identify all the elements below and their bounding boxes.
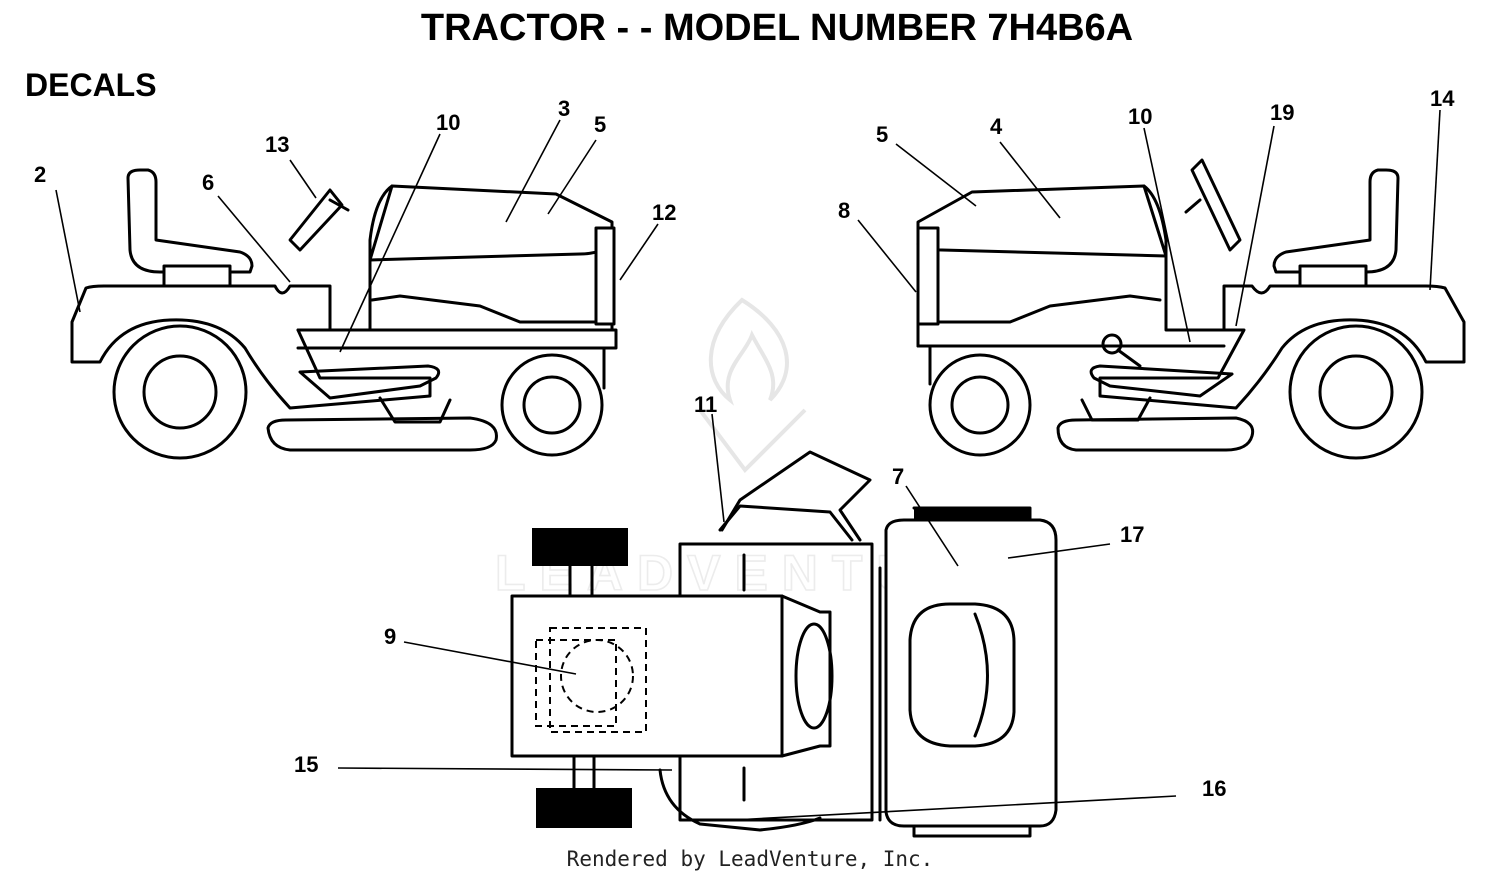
- tractor-top-view: [510, 450, 1058, 838]
- callout-19: 19: [1270, 100, 1294, 125]
- callout-13: 13: [265, 132, 289, 157]
- section-label: DECALS: [25, 67, 157, 103]
- page-title: TRACTOR - - MODEL NUMBER 7H4B6A: [421, 7, 1133, 49]
- callout-4: 4: [990, 114, 1003, 139]
- callout-numbers: 2 6 13 10 3 5 12 5 4 10 19 14 8 11 7 17 …: [34, 86, 1455, 801]
- callout-5-right: 5: [876, 122, 888, 147]
- leader-lines: [55, 109, 1441, 821]
- callout-10-left: 10: [436, 110, 460, 135]
- callout-3: 3: [558, 96, 570, 121]
- callout-12: 12: [652, 200, 676, 225]
- callout-16: 16: [1202, 776, 1226, 801]
- watermark-logo: [698, 297, 807, 474]
- callout-2: 2: [34, 162, 46, 187]
- callout-5-left: 5: [594, 112, 606, 137]
- callout-15: 15: [294, 752, 318, 777]
- callout-10-right: 10: [1128, 104, 1152, 129]
- callout-6: 6: [202, 170, 214, 195]
- footer-credit: Rendered by LeadVenture, Inc.: [567, 847, 934, 871]
- callout-14: 14: [1430, 86, 1455, 111]
- callout-9: 9: [384, 624, 396, 649]
- tractor-right-side-view: [916, 158, 1466, 460]
- callout-17: 17: [1120, 522, 1144, 547]
- callout-8: 8: [838, 198, 850, 223]
- callout-11: 11: [694, 392, 717, 417]
- callout-7: 7: [892, 464, 904, 489]
- tractor-left-side-view: [70, 168, 618, 460]
